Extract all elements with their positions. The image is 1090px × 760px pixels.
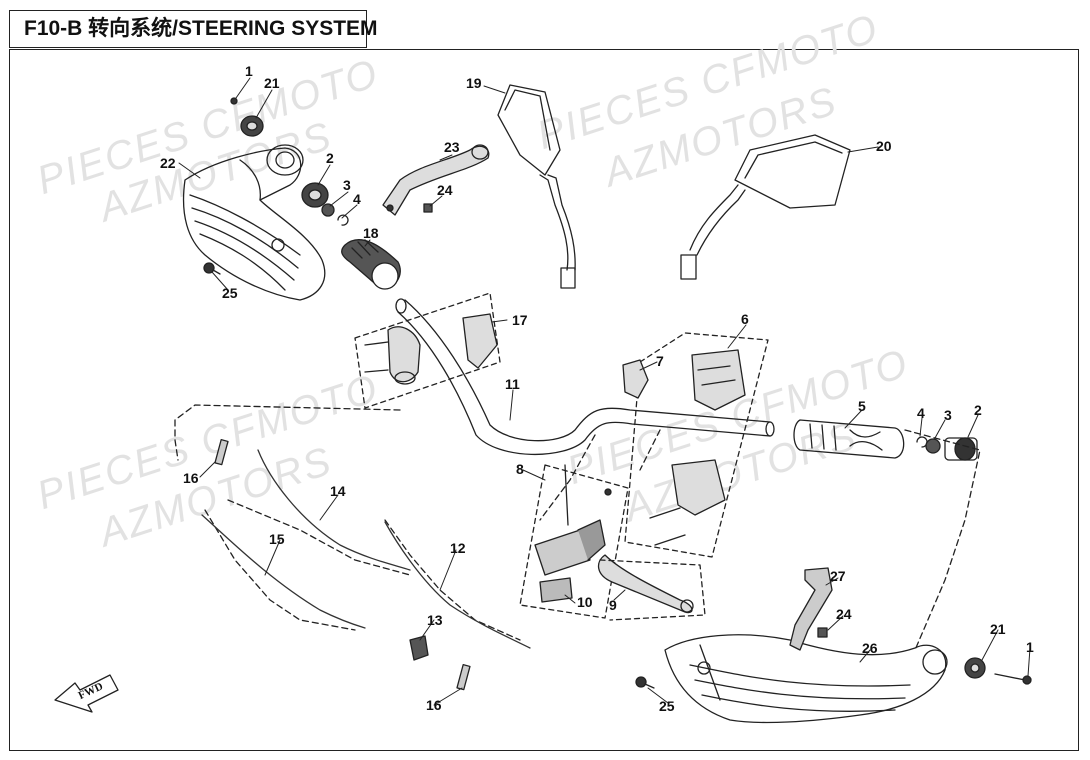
right-bolt-25 (635, 676, 655, 689)
callout-24b: 24 (836, 606, 852, 622)
diagram-frame (9, 49, 1079, 751)
right-switch-assembly (624, 332, 769, 558)
callout-18: 18 (363, 225, 379, 241)
clamp-7 (622, 359, 649, 399)
left-mirror (497, 84, 576, 289)
right-end-weight (916, 436, 978, 461)
callout-26: 26 (862, 640, 878, 656)
callout-10: 10 (577, 594, 593, 610)
right-bolt-1 (994, 673, 1032, 685)
callout-2: 2 (326, 150, 334, 166)
callout-1b: 1 (1026, 639, 1034, 655)
right-mirror (680, 134, 851, 280)
callout-9: 9 (609, 597, 617, 613)
right-grip (793, 419, 905, 459)
clutch-cable-12 (384, 521, 531, 649)
right-hand-guard (664, 634, 948, 724)
callout-11: 11 (505, 376, 520, 392)
callout-2b: 2 (974, 402, 982, 418)
callout-25b: 25 (659, 698, 675, 714)
cable-tie-16a (214, 438, 229, 466)
callout-23: 23 (444, 139, 460, 155)
brake-lever-9 (597, 554, 706, 621)
callout-27: 27 (830, 568, 846, 584)
master-cylinder-assembly (519, 464, 629, 619)
callout-21: 21 (264, 75, 280, 91)
right-bushing-21 (964, 657, 986, 679)
callout-25: 25 (222, 285, 238, 301)
callout-15: 15 (269, 531, 285, 547)
callout-1: 1 (245, 63, 253, 79)
right-bracket-27 (789, 567, 833, 651)
page-title: F10-B 转向系统/STEERING SYSTEM (9, 10, 378, 48)
throttle-cable-14 (257, 449, 411, 571)
cables (174, 404, 981, 651)
callout-12: 12 (450, 540, 466, 556)
left-hand-guard (182, 144, 326, 301)
callout-16: 16 (183, 470, 199, 486)
callout-16b: 16 (426, 697, 442, 713)
handlebar (395, 298, 775, 456)
callout-3: 3 (343, 177, 351, 193)
callout-labels: 1 21 22 2 3 4 23 24 18 19 20 25 17 6 7 1… (160, 63, 1034, 714)
callout-14: 14 (330, 483, 346, 499)
callout-17: 17 (512, 312, 528, 328)
callout-20: 20 (876, 138, 892, 154)
callout-6: 6 (741, 311, 749, 327)
lever-bracket-23 (382, 144, 490, 216)
callout-7: 7 (656, 353, 664, 369)
left-end-weight (301, 182, 349, 226)
left-bolt-25 (203, 262, 221, 275)
callout-19: 19 (466, 75, 482, 91)
leader-lines (178, 77, 1031, 706)
left-switch-assembly (354, 292, 501, 409)
left-bushing-21 (240, 115, 264, 137)
callout-3b: 3 (944, 407, 952, 423)
throttle-cable-15 (201, 514, 366, 629)
callout-4b: 4 (917, 405, 925, 421)
cable-tie-16b (456, 663, 471, 691)
fwd-arrow-icon: FWD (54, 674, 119, 713)
left-bolt-1 (230, 97, 238, 105)
callout-5: 5 (858, 398, 866, 414)
clip-13 (409, 635, 429, 661)
callout-4: 4 (353, 191, 361, 207)
left-grip (341, 239, 401, 290)
callout-8: 8 (516, 461, 524, 477)
callout-22: 22 (160, 155, 176, 171)
callout-24: 24 (437, 182, 453, 198)
callout-13: 13 (427, 612, 443, 628)
callout-21b: 21 (990, 621, 1006, 637)
